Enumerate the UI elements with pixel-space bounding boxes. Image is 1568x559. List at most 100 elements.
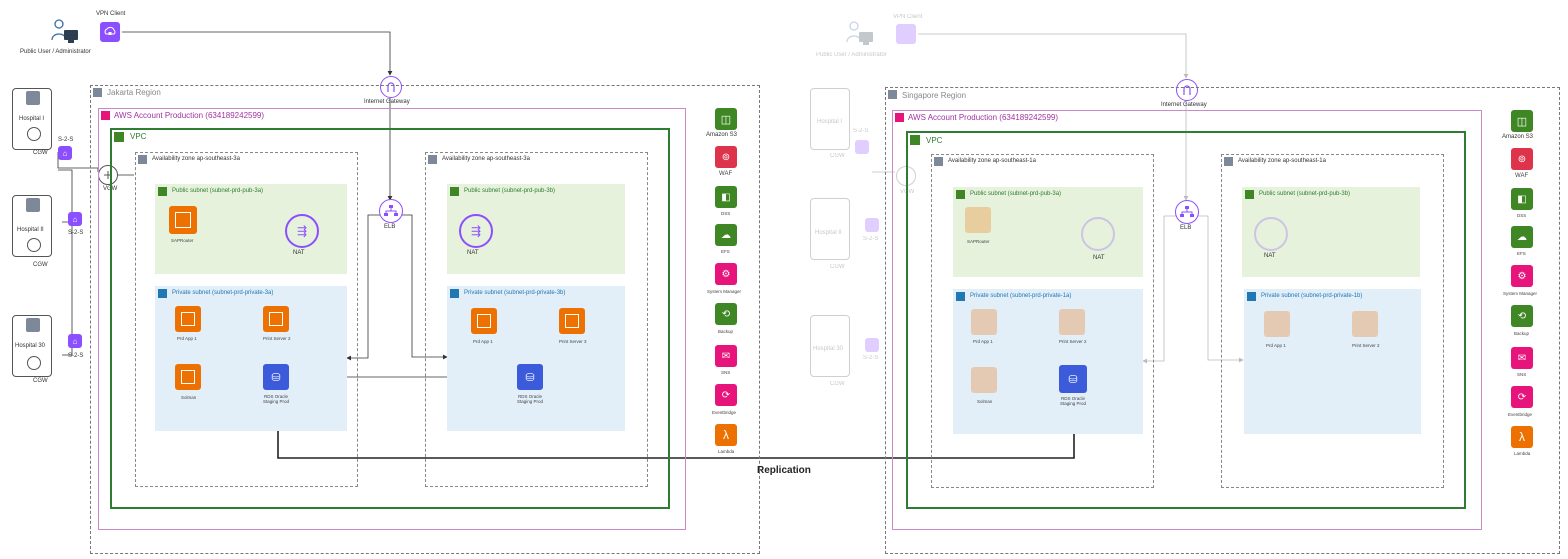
sns-icon[interactable]: ✉: [1511, 347, 1533, 369]
elb-icon[interactable]: [1175, 200, 1199, 224]
prd-app-icon[interactable]: [971, 309, 997, 335]
s2s-label: S-2-S: [853, 128, 869, 134]
backup-icon[interactable]: ⟲: [715, 303, 737, 325]
subnet-label: Public subnet (subnet-prd-pub-3b): [1259, 191, 1351, 197]
account-label: AWS Account Production (634189242599): [908, 113, 1059, 122]
s2s-label: S-2-S: [58, 137, 74, 143]
nat-icon[interactable]: ⇶: [459, 214, 493, 248]
eventbridge-icon[interactable]: ⟳: [715, 384, 737, 406]
vpn-client-icon[interactable]: [896, 24, 916, 44]
prd-app-icon[interactable]: [175, 306, 201, 332]
subnet-label: Private subnet (subnet-prd-private-1b): [1261, 293, 1363, 299]
user-icon: [846, 21, 873, 45]
sap-router-icon[interactable]: [169, 206, 197, 234]
amazon-s3-icon[interactable]: ◫: [715, 108, 737, 130]
system-manager-icon[interactable]: ⚙: [1511, 265, 1533, 287]
public-user-right: [845, 20, 875, 48]
print-server-icon[interactable]: [1059, 309, 1085, 335]
prd-app-label: Prd App 1: [973, 339, 993, 344]
lock-icon: [450, 289, 459, 298]
dss-icon[interactable]: ◧: [1511, 188, 1533, 210]
eventbridge-icon[interactable]: ⟳: [1511, 386, 1533, 408]
s2s-vpn-icon[interactable]: [855, 140, 869, 154]
solman-icon[interactable]: [971, 367, 997, 393]
elb-label: ELB: [384, 224, 396, 230]
prd-app-label: Prd App 1: [177, 336, 197, 341]
private-subnet-right-a: Private subnet (subnet-prd-private-1a) P…: [953, 289, 1143, 434]
service-label: Eventbridge: [712, 410, 737, 415]
prd-app-icon[interactable]: [471, 308, 497, 334]
service-label: Amazon S3: [706, 132, 738, 138]
solman-icon[interactable]: [175, 364, 201, 390]
s2s-vpn-icon[interactable]: ⌂: [68, 212, 82, 226]
account-icon: [895, 113, 904, 122]
efs-icon[interactable]: ☁: [715, 224, 737, 246]
lock-icon: [956, 292, 965, 301]
print-server-label: Print Server 2: [263, 336, 291, 341]
lock-icon: [158, 187, 167, 196]
lambda-icon[interactable]: λ: [1511, 426, 1533, 448]
vpc-icon: [910, 135, 920, 145]
rds-oracle-icon[interactable]: ⛁: [263, 364, 289, 390]
region-label: Singapore Region: [902, 91, 967, 100]
cgw-label: CGW: [830, 381, 845, 387]
az-icon: [428, 155, 437, 164]
subnet-label: Private subnet (subnet-prd-private-3a): [172, 290, 274, 296]
service-label: Backup: [718, 329, 734, 334]
elb-icon[interactable]: [379, 199, 403, 223]
nat-label: NAT: [1264, 253, 1276, 259]
building-icon: [26, 198, 40, 212]
hospital-left-1: Hospital I: [12, 88, 52, 150]
service-label: EFS: [721, 249, 730, 254]
replication-label: Replication: [757, 465, 811, 476]
cgw-label: CGW: [830, 264, 845, 270]
service-label: Lambda: [718, 449, 735, 454]
print-server-icon[interactable]: [1352, 311, 1378, 337]
sap-router-icon[interactable]: [965, 207, 991, 233]
lock-icon: [450, 187, 459, 196]
subnet-label: Public subnet (subnet-prd-pub-3a): [172, 188, 264, 194]
waf-icon[interactable]: ⊚: [715, 146, 737, 168]
prd-app-icon[interactable]: [1264, 311, 1290, 337]
lambda-icon[interactable]: λ: [715, 424, 737, 446]
internet-gateway-icon[interactable]: [1176, 79, 1198, 101]
rds-oracle-label: RDS Oracle Staging Prod: [262, 394, 290, 404]
private-subnet-right-b: Private subnet (subnet-prd-private-1b) P…: [1244, 289, 1421, 434]
nat-icon[interactable]: [1254, 217, 1288, 251]
cgw-label: CGW: [33, 262, 48, 268]
vpn-client-label: VPN Client: [893, 14, 923, 20]
nat-icon[interactable]: [1081, 217, 1115, 251]
s2s-vpn-icon[interactable]: [865, 338, 879, 352]
hospital-left-2: Hospital II: [12, 195, 52, 257]
private-subnet-left-b: Private subnet (subnet-prd-private-3b) P…: [447, 286, 625, 431]
print-server-icon[interactable]: [559, 308, 585, 334]
public-subnet-left-a: Public subnet (subnet-prd-pub-3a) SAPRou…: [155, 184, 347, 274]
sns-icon[interactable]: ✉: [715, 345, 737, 367]
elb-label: ELB: [1180, 225, 1192, 231]
dss-icon[interactable]: ◧: [715, 186, 737, 208]
waf-icon[interactable]: ⊚: [1511, 148, 1533, 170]
cgw-label: CGW: [33, 378, 48, 384]
rds-oracle-icon[interactable]: ⛁: [517, 364, 543, 390]
system-manager-icon[interactable]: ⚙: [715, 263, 737, 285]
hospital-label: Hospital 30: [813, 346, 844, 352]
region-label: Jakarta Region: [107, 88, 161, 97]
service-label: EFS: [1517, 251, 1526, 256]
az-label: Availability zone ap-southeast-3a: [152, 156, 240, 162]
vpn-client-icon[interactable]: [100, 22, 120, 42]
cgw-icon: [27, 127, 41, 141]
backup-icon[interactable]: ⟲: [1511, 305, 1533, 327]
s2s-vpn-icon[interactable]: ⌂: [58, 146, 72, 160]
print-server-icon[interactable]: [263, 306, 289, 332]
s2s-vpn-icon[interactable]: ⌂: [68, 334, 82, 348]
rds-oracle-icon[interactable]: ⛁: [1059, 365, 1087, 393]
efs-icon[interactable]: ☁: [1511, 226, 1533, 248]
s2s-vpn-icon[interactable]: [865, 218, 879, 232]
hospital-label: Hospital II: [17, 227, 44, 233]
service-label: DSS: [1517, 213, 1527, 218]
nat-label: NAT: [293, 250, 305, 256]
user-icon: [51, 19, 78, 43]
amazon-s3-icon[interactable]: ◫: [1511, 110, 1533, 132]
account-production-right: AWS Account Production (634189242599): [892, 110, 1482, 530]
nat-icon[interactable]: ⇶: [285, 214, 319, 248]
